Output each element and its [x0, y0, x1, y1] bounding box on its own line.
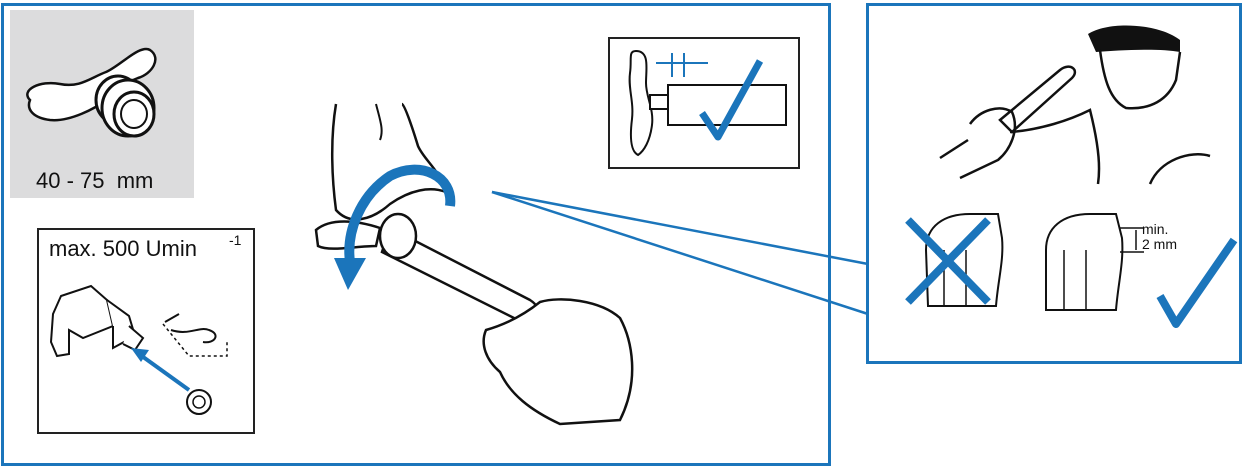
size-range-label: 40 - 75 mm: [36, 168, 153, 194]
inspection-panel: [866, 3, 1242, 364]
gap-check-diagram: [610, 39, 798, 167]
drill-icon: [39, 230, 253, 430]
drill-speed-box: max. 500 Umin -1: [37, 228, 255, 434]
min-value: 2 mm: [1142, 237, 1202, 252]
deburring-tool-icon: [10, 10, 194, 160]
min-chamfer-label: min. 2 mm: [1142, 222, 1202, 252]
tool-size-box: 40 - 75 mm: [10, 10, 194, 198]
min-text: min.: [1142, 222, 1202, 237]
gap-check-box: [608, 37, 800, 169]
